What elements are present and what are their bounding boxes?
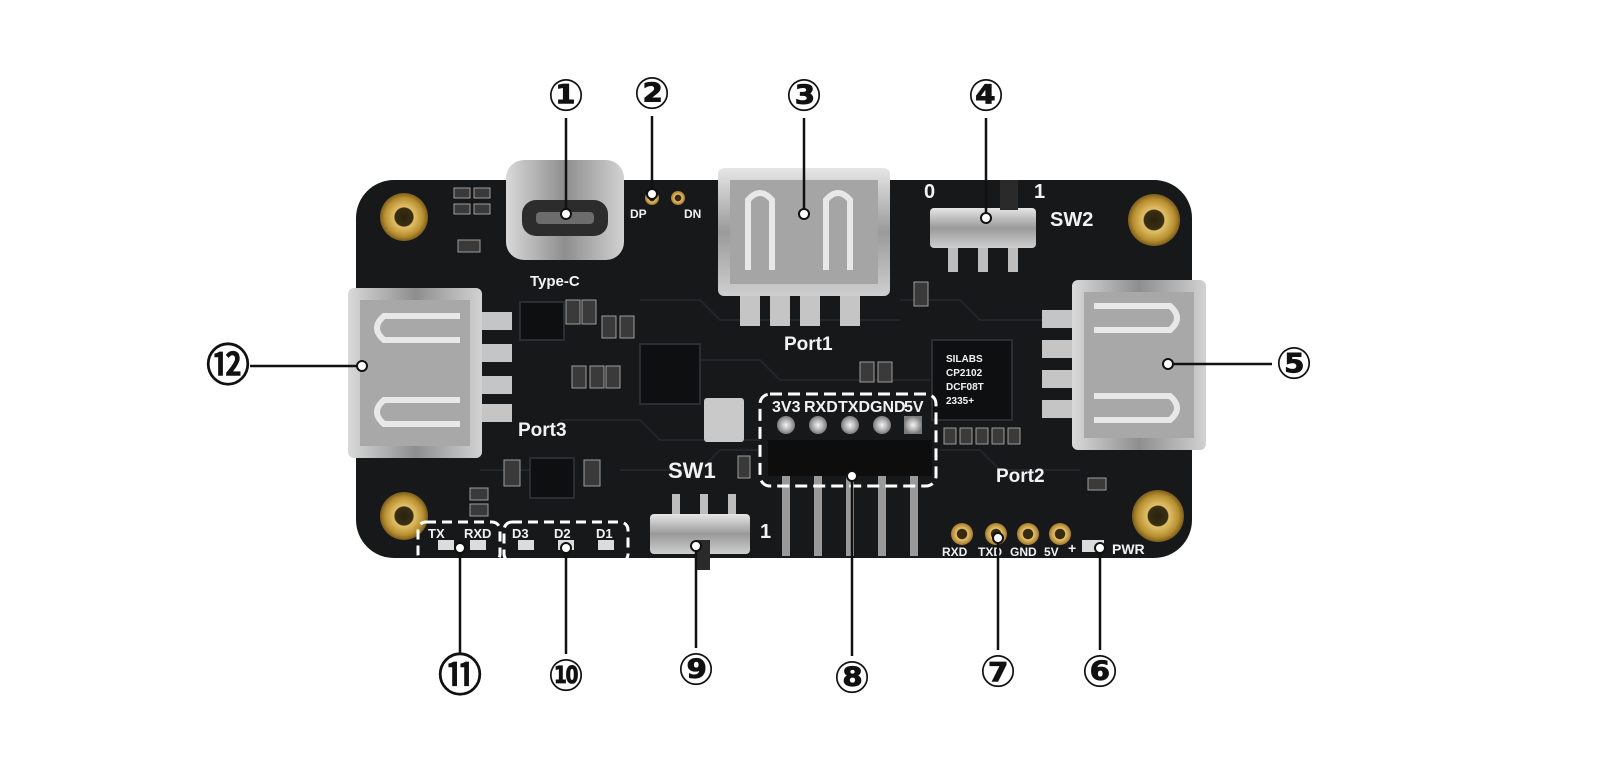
crystal xyxy=(704,398,744,442)
label-header-gnd: GND xyxy=(870,399,906,416)
label-port2: Port2 xyxy=(996,466,1045,487)
label-plus: + xyxy=(1068,540,1076,556)
callout-2: ② xyxy=(633,69,670,120)
label-pad-gnd: GND xyxy=(1010,545,1037,559)
label-port1: Port1 xyxy=(784,334,833,355)
svg-text:DCF08T: DCF08T xyxy=(946,382,984,393)
callout-11: ⑪ xyxy=(438,651,482,702)
label-dn: DN xyxy=(684,207,701,221)
label-header-txd: TXD xyxy=(838,399,870,416)
uart-pin-header xyxy=(768,416,932,556)
callout-9: ⑨ xyxy=(677,645,714,696)
test-pad-dn xyxy=(671,191,685,205)
label-pwr: PWR xyxy=(1112,541,1145,557)
callout-3: ③ xyxy=(785,71,822,122)
label-pad-5v: 5V xyxy=(1044,545,1059,559)
label-header-3v3: 3V3 xyxy=(772,399,801,416)
label-type-c: Type-C xyxy=(530,273,580,290)
label-sw1-pos: 1 xyxy=(760,521,771,543)
label-header-rxd: RXD xyxy=(804,399,838,416)
callout-1: ① xyxy=(547,71,584,122)
callout-8: ⑧ xyxy=(833,653,870,704)
slide-switch-sw1 xyxy=(650,494,750,570)
svg-text:2335+: 2335+ xyxy=(946,396,974,407)
label-header-5v: 5V xyxy=(904,399,924,416)
label-sw2-pos0: 0 xyxy=(924,181,935,203)
header-highlight-box xyxy=(758,392,938,488)
label-sw2-pos1: 1 xyxy=(1034,181,1045,203)
regulator-ic xyxy=(519,301,565,341)
label-led-d1: D1 xyxy=(596,526,613,541)
label-led-d2: D2 xyxy=(554,526,571,541)
smd-components xyxy=(453,187,1107,517)
label-sw2: SW2 xyxy=(1050,209,1093,231)
usb-hub-ic xyxy=(639,343,701,405)
callout-dots xyxy=(356,188,1174,554)
uart-gold-pads xyxy=(951,523,1071,545)
callout-10: ⑩ xyxy=(547,651,584,702)
callout-12: ⑫ xyxy=(206,341,250,392)
small-ic xyxy=(529,457,575,499)
label-pad-rxd: RXD xyxy=(942,545,968,559)
callout-leader-lines xyxy=(250,116,1272,656)
cp2102-chip: SILABS CP2102 DCF08T 2335+ xyxy=(931,339,1013,421)
callout-4: ④ xyxy=(967,71,1004,122)
callout-6: ⑥ xyxy=(1081,647,1118,698)
label-led-d3: D3 xyxy=(512,526,529,541)
slide-switch-sw2 xyxy=(930,180,1036,272)
label-pad-txd: TXD xyxy=(978,545,1002,559)
label-dp: DP xyxy=(630,207,647,221)
mount-hole-tl xyxy=(380,193,428,241)
label-sw1: SW1 xyxy=(668,458,716,483)
callout-5: ⑤ xyxy=(1275,339,1312,390)
mount-hole-bl xyxy=(380,492,428,540)
label-led-tx: TX xyxy=(428,526,445,541)
mount-hole-br xyxy=(1132,490,1184,542)
usb-a-port3 xyxy=(348,288,512,458)
mount-hole-tr xyxy=(1128,194,1180,246)
label-port3: Port3 xyxy=(518,420,567,441)
svg-text:SILABS: SILABS xyxy=(946,354,983,365)
callout-7: ⑦ xyxy=(979,647,1016,698)
svg-text:CP2102: CP2102 xyxy=(946,368,983,379)
label-led-rxd: RXD xyxy=(464,526,491,541)
